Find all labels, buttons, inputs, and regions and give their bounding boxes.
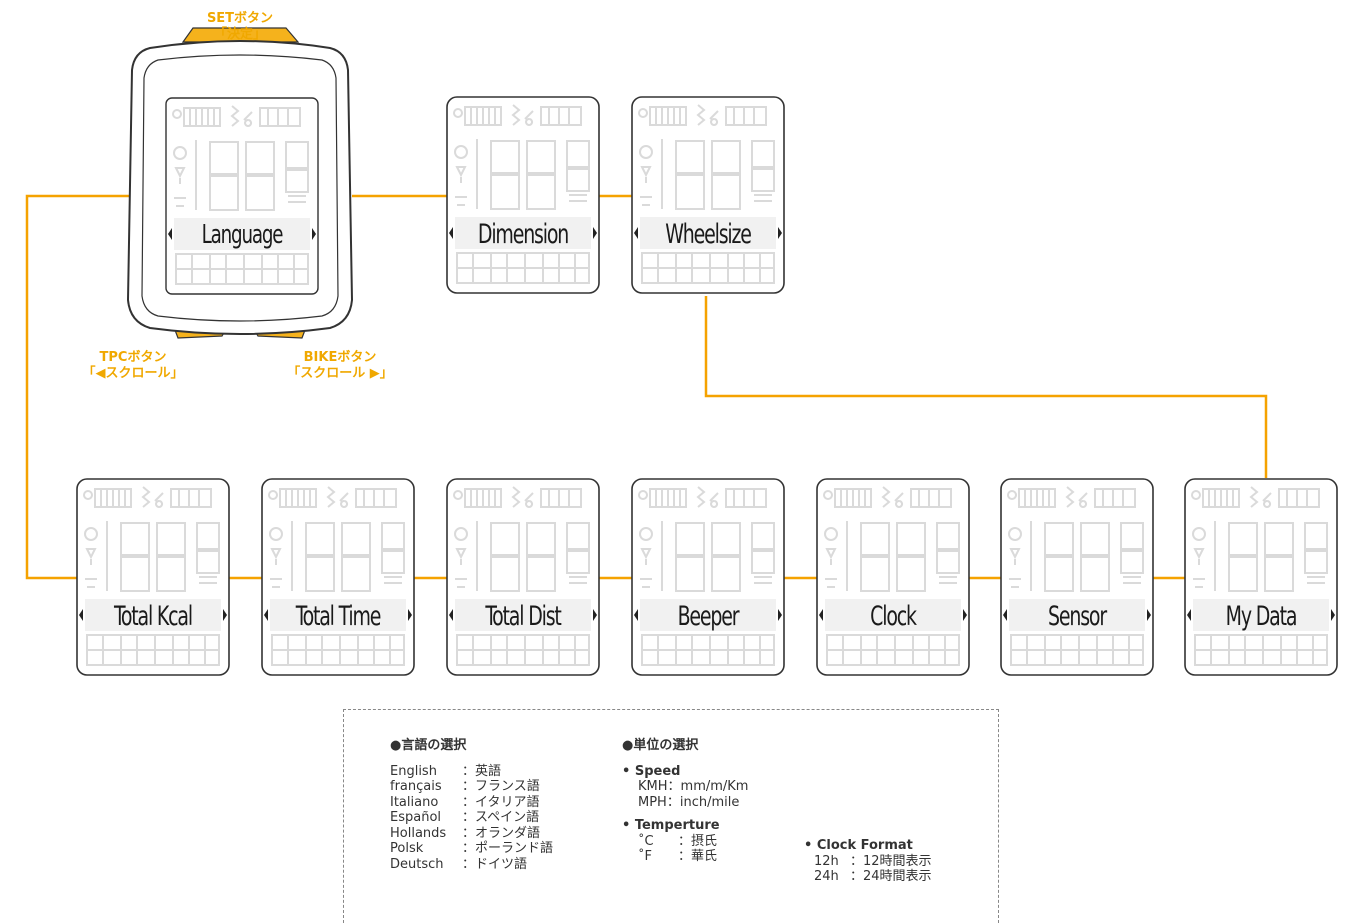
screen-label-sensor: Sensor: [1048, 601, 1107, 632]
speed-heading: • Speed: [622, 763, 681, 779]
temperature-key: ˚C: [638, 833, 654, 849]
temperature-item: ˚F ：華氏: [622, 849, 748, 865]
screen-total-dist: [447, 479, 599, 675]
bike-button-name: BIKEボタン: [303, 350, 377, 365]
speed-key: MPH: [638, 794, 667, 810]
clock-format-heading: • Clock Format: [804, 838, 913, 853]
set-button-name: SETボタン: [206, 11, 274, 26]
language-value: ：オランダ語: [462, 825, 541, 841]
speed-item: KMH：mm/m/Km: [622, 779, 748, 795]
screen-label-beeper: Beeper: [677, 601, 740, 632]
language-item: français ：フランス語: [390, 779, 553, 795]
language-value: ：フランス語: [462, 779, 540, 794]
set-button-caption: SETボタン 「決定」: [195, 11, 285, 43]
language-item: Deutsch ：ドイツ語: [390, 857, 553, 873]
temperature-item: ˚C ：摂氏: [622, 834, 748, 850]
screen-total-time: [262, 479, 414, 675]
bike-button-caption: BIKEボタン 「スクロール ▶」: [270, 350, 410, 382]
language-list: ●言語の選択 English ：英語 français ：フランス語 Italian…: [390, 738, 553, 872]
unit-heading: ●単位の選択: [622, 738, 699, 753]
temperature-value: ：華氏: [678, 849, 718, 864]
speed-key: KMH: [638, 779, 668, 794]
language-value: ：ポーランド語: [462, 841, 554, 856]
language-key: Español: [390, 810, 442, 825]
screen-label-clock: Clock: [870, 601, 917, 632]
language-item: Hollands ：オランダ語: [390, 826, 553, 842]
connector-lines: [25, 194, 1268, 580]
tpc-button-action: 「◀スクロール」: [82, 366, 184, 381]
language-item: English ：英語: [390, 764, 553, 780]
screen-total-kcal: [77, 479, 229, 675]
speed-item: MPH：inch/mile: [622, 795, 748, 811]
language-key: français: [390, 779, 442, 794]
language-heading: ●言語の選択: [390, 738, 467, 753]
language-key: Italiano: [390, 794, 439, 810]
screen-label-total-time: Total Time: [295, 601, 382, 632]
tpc-button-name: TPCボタン: [99, 350, 167, 365]
language-key: Hollands: [390, 825, 447, 841]
language-key: Polsk: [390, 841, 424, 856]
language-value: ：英語: [462, 763, 502, 779]
unit-list: ●単位の選択 • Speed KMH：mm/m/Km MPH：inch/mile…: [622, 738, 748, 865]
speed-value: ：inch/mile: [666, 794, 740, 810]
temperature-heading: • Temperture: [622, 818, 720, 833]
language-key: English: [390, 763, 437, 779]
screen-clock: [817, 479, 969, 675]
language-item: Español ：スペイン語: [390, 810, 553, 826]
clock-format-key: 12h: [814, 853, 839, 869]
clock-format-item: 24h ：24時間表示: [804, 869, 932, 885]
clock-format-key: 24h: [814, 869, 839, 884]
clock-format-value: ：24時間表示: [850, 869, 932, 884]
screen-label-my-data: My Data: [1225, 601, 1298, 632]
device-main: [126, 27, 354, 339]
language-item: Italiano ：イタリア語: [390, 795, 553, 811]
set-button-action: 「決定」: [213, 27, 266, 42]
screen-label-language: Language: [201, 220, 284, 250]
screen-label-total-dist: Total Dist: [485, 601, 562, 632]
clock-format-list: • Clock Format 12h ：12時間表示 24h ：24時間表示: [804, 836, 932, 885]
bike-button-action: 「スクロール ▶」: [287, 366, 393, 381]
temperature-key: ˚F: [638, 849, 652, 864]
screen-beeper: [632, 479, 784, 675]
screen-sensor: [1001, 479, 1153, 675]
temperature-value: ：摂氏: [678, 833, 718, 849]
screen-label-wheelsize: Wheelsize: [665, 219, 752, 250]
settings-legend: ●言語の選択 English ：英語 français ：フランス語 Italian…: [343, 709, 999, 923]
language-item: Polsk ：ポーランド語: [390, 841, 553, 857]
screen-wheelsize: [632, 97, 784, 293]
screen-dimension: [447, 97, 599, 293]
language-value: ：スペイン語: [462, 810, 540, 825]
tpc-button-caption: TPCボタン 「◀スクロール」: [68, 350, 198, 382]
clock-format-item: 12h ：12時間表示: [804, 854, 932, 870]
clock-format-value: ：12時間表示: [850, 853, 932, 869]
speed-value: ：mm/m/Km: [667, 779, 749, 794]
screen-label-total-kcal: Total Kcal: [114, 601, 193, 632]
screen-my-data: [1185, 479, 1337, 675]
language-key: Deutsch: [390, 856, 444, 872]
screen-label-dimension: Dimension: [477, 219, 569, 250]
language-value: ：ドイツ語: [462, 856, 528, 872]
language-value: ：イタリア語: [462, 794, 540, 810]
